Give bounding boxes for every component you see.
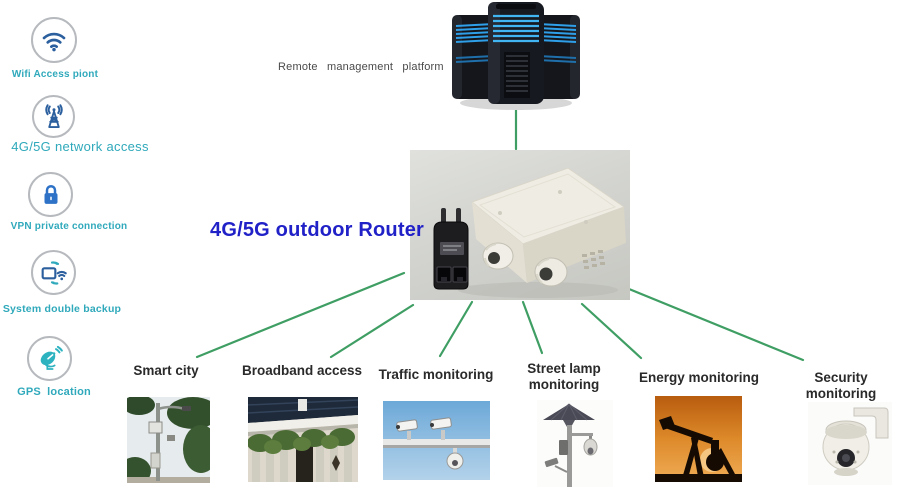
- device-sync-icon: [31, 250, 76, 295]
- satellite-dish-icon: [27, 336, 72, 381]
- wifi-icon: [31, 17, 77, 63]
- sidebar-item-system-backup: System double backup: [2, 303, 122, 315]
- app-label-traffic-monitoring: Traffic monitoring: [378, 367, 494, 382]
- app-label-security-monitoring: Security monitoring: [805, 370, 877, 402]
- link-router-to-smart-city: [195, 271, 406, 359]
- smart-city-image: [127, 397, 210, 483]
- link-router-to-street-lamp: [521, 300, 544, 355]
- traffic-monitoring-image: [383, 401, 490, 480]
- app-label-broadband-access: Broadband access: [241, 363, 363, 378]
- app-label-energy-monitoring: Energy monitoring: [639, 370, 760, 385]
- link-router-to-security: [627, 287, 805, 362]
- link-router-to-energy: [580, 302, 643, 360]
- platform-label: Remote management platform: [278, 61, 444, 73]
- link-router-to-traffic: [438, 300, 474, 358]
- antenna-tower-icon: [32, 95, 75, 138]
- app-label-street-lamp-monitoring: Street lamp monitoring: [527, 361, 601, 393]
- sidebar-item-wifi-access-point: Wifi Access piont: [11, 69, 99, 80]
- server-stack-image: [449, 0, 583, 112]
- broadband-access-image: [248, 397, 358, 482]
- link-router-to-broadband: [329, 303, 415, 359]
- sidebar-item-gps-location: GPS location: [17, 386, 91, 398]
- sidebar-item-4g5g-access: 4G/5G network access: [11, 139, 149, 154]
- router-title: 4G/5G outdoor Router: [210, 219, 424, 241]
- lock-icon: [28, 172, 73, 217]
- security-monitoring-image: [808, 402, 892, 485]
- app-label-smart-city: Smart city: [133, 363, 199, 378]
- street-lamp-monitoring-image: [537, 400, 613, 487]
- router-product-image: [410, 150, 630, 300]
- energy-monitoring-image: [655, 396, 742, 482]
- sidebar-item-vpn-connection: VPN private connection: [10, 221, 128, 232]
